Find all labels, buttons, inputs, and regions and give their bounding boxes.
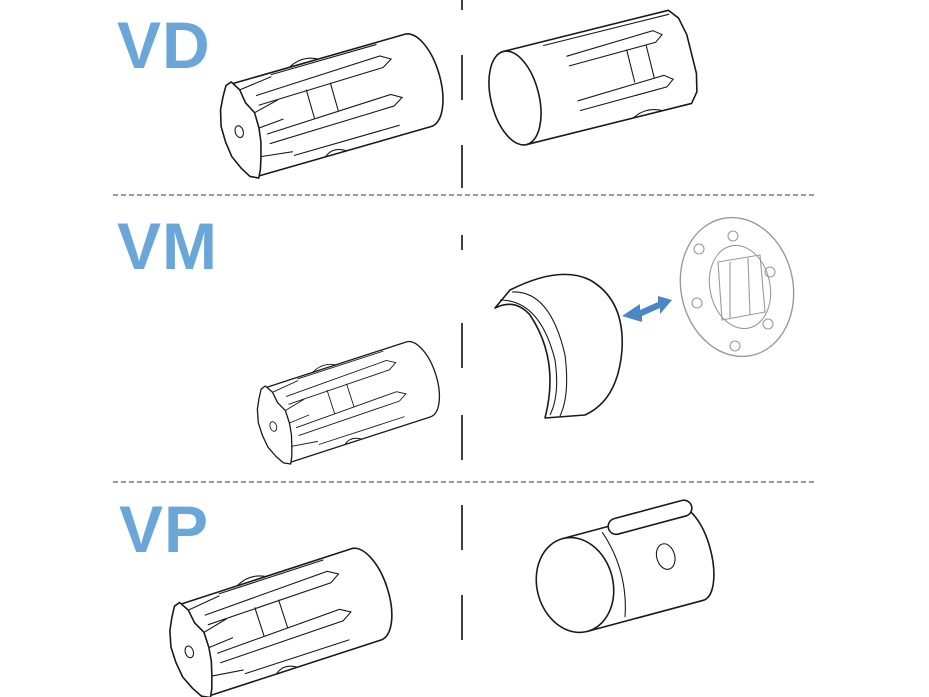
section-label-vd: VD bbox=[117, 8, 211, 82]
keyed-hub-vp bbox=[535, 499, 715, 634]
section-label-vp: VP bbox=[119, 492, 210, 566]
splined-shaft-vd bbox=[208, 23, 454, 185]
flange-vm bbox=[679, 216, 795, 358]
splined-shaft-vm bbox=[247, 332, 449, 471]
double-arrow-icon bbox=[622, 296, 672, 322]
splined-shaft-vp bbox=[157, 537, 404, 697]
coupling-half-vm bbox=[494, 273, 624, 419]
splined-sleeve-vd bbox=[488, 9, 698, 146]
section-label-vm: VM bbox=[117, 209, 218, 283]
